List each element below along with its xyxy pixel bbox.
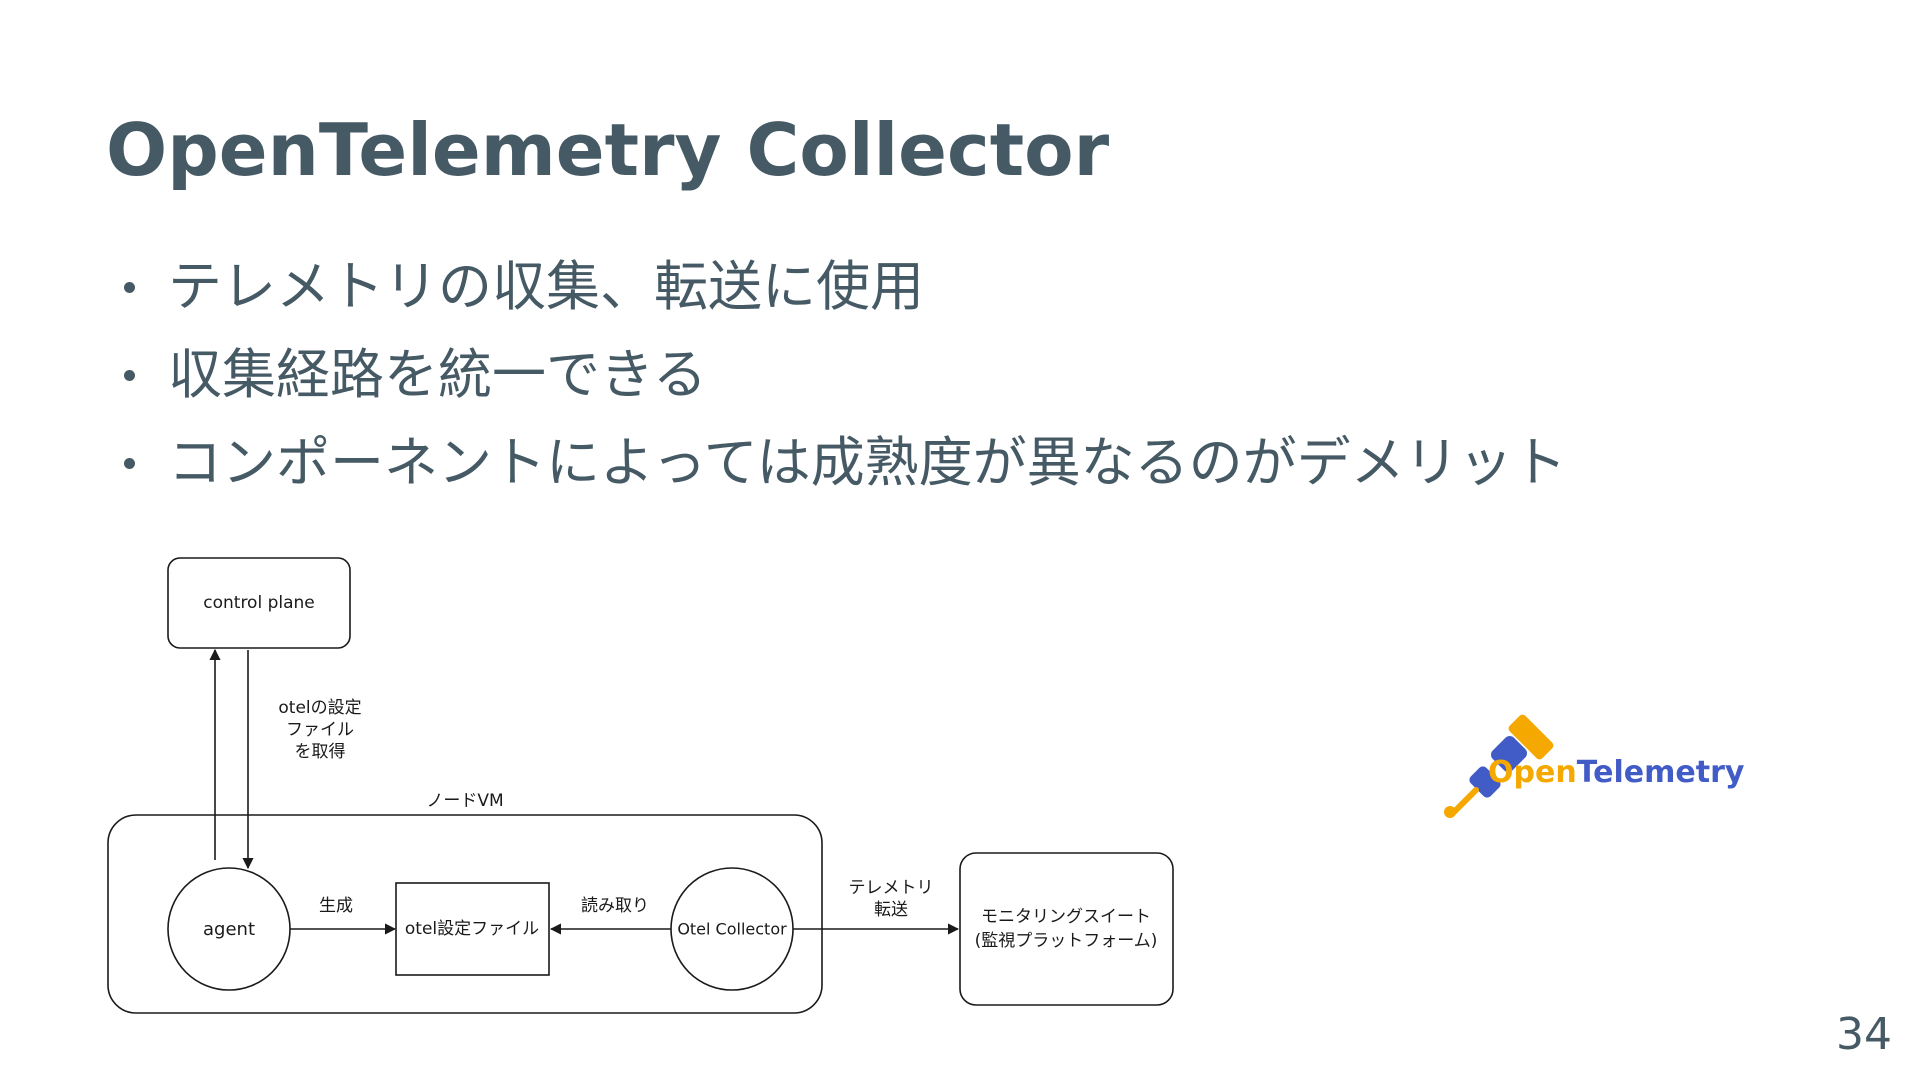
bullet-item: 収集経路を統一できる — [124, 340, 1567, 428]
collector-label: Otel Collector — [677, 920, 787, 939]
slide-title: OpenTelemetry Collector — [106, 108, 1110, 192]
agent-label: agent — [203, 919, 255, 940]
control-plane-label: control plane — [203, 593, 315, 613]
bullet-list: テレメトリの収集、転送に使用 収集経路を統一できる コンポーネントによっては成熟… — [124, 252, 1567, 516]
bullet-dot — [124, 282, 135, 293]
bullet-item: テレメトリの収集、転送に使用 — [124, 252, 1567, 340]
fetch-config-label-line2: ファイル — [286, 720, 354, 740]
bullet-text: コンポーネントによっては成熟度が異なるのがデメリット — [168, 431, 1567, 494]
forward-label-line2: 転送 — [874, 900, 908, 920]
bullet-text: 収集経路を統一できる — [168, 343, 707, 406]
bullet-text: テレメトリの収集、転送に使用 — [168, 255, 924, 318]
bullet-item: コンポーネントによっては成熟度が異なるのがデメリット — [124, 428, 1567, 516]
telescope-icon — [1444, 714, 1554, 818]
control-plane-box — [167, 557, 351, 649]
config-file-box — [395, 882, 550, 976]
fetch-config-label-line1: otelの設定 — [278, 698, 361, 718]
forward-label-line1: テレメトリ — [849, 878, 934, 898]
wordmark-telemetry: Telemetry — [1576, 755, 1745, 790]
bullet-dot — [124, 458, 135, 469]
monitoring-label-line2: (監視プラットフォーム) — [975, 931, 1158, 951]
config-file-label: otel設定ファイル — [405, 919, 539, 939]
monitoring-label-line1: モニタリングスイート — [981, 907, 1151, 927]
read-label: 読み取り — [581, 896, 649, 916]
opentelemetry-wordmark: OpenTelemetry — [1488, 755, 1744, 790]
opentelemetry-logo — [1444, 714, 1554, 818]
page-number: 34 — [1836, 1009, 1892, 1060]
bullet-dot — [124, 370, 135, 381]
monitoring-suite-box — [959, 852, 1174, 1006]
node-vm-container — [107, 814, 823, 1014]
fetch-config-label-line3: を取得 — [295, 742, 346, 762]
node-vm-label: ノードVM — [426, 791, 503, 811]
generate-label: 生成 — [319, 896, 353, 916]
wordmark-open: Open — [1488, 755, 1577, 790]
